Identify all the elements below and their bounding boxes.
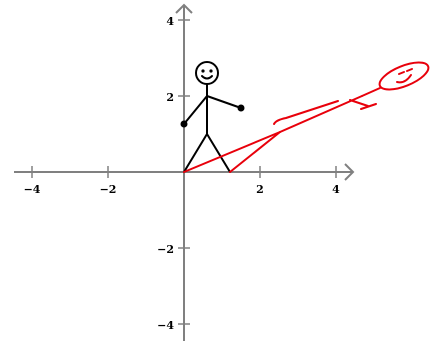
transformed-left-leg [183, 131, 281, 173]
transformed-lower-hand [360, 103, 377, 110]
transformed-eye [406, 68, 413, 72]
y-tick-label: 4 [166, 15, 174, 28]
transformed-stick-figure [183, 61, 430, 173]
transformed-torso [279, 95, 363, 133]
x-axis-arrowhead [344, 163, 355, 181]
axes: −4 −2 2 4 4 2 −2 −4 [14, 3, 355, 341]
x-tick-label: 4 [332, 183, 340, 196]
stick-figure-right-eye [209, 69, 213, 73]
y-tick-label: −4 [157, 319, 174, 332]
y-axis-arrowhead [175, 3, 193, 14]
stick-figure-smile [201, 75, 213, 80]
stick-figure-left-hand [180, 120, 188, 128]
stick-figure-right-leg [206, 133, 231, 173]
stick-figure [180, 61, 245, 173]
y-tick-label: 2 [166, 91, 174, 104]
transformed-neck [361, 87, 381, 97]
transformed-smile [396, 74, 412, 84]
x-tick-label: 2 [256, 183, 264, 196]
transformed-lower-arm [349, 99, 369, 107]
x-tick-label: −4 [24, 183, 41, 196]
stick-figure-head [195, 61, 219, 85]
y-tick-label: −2 [157, 243, 174, 256]
stick-figure-left-leg [183, 133, 208, 173]
stick-figure-right-hand [237, 104, 245, 112]
stick-figure-left-eye [201, 69, 205, 73]
transformed-upper-arm [273, 100, 339, 125]
x-tick-label: −2 [100, 183, 117, 196]
transformed-right-leg [229, 131, 281, 173]
stick-figure-left-arm [183, 95, 208, 125]
transformed-eye [398, 71, 405, 75]
stick-figure-right-arm [206, 95, 242, 109]
transformed-head [378, 61, 430, 91]
